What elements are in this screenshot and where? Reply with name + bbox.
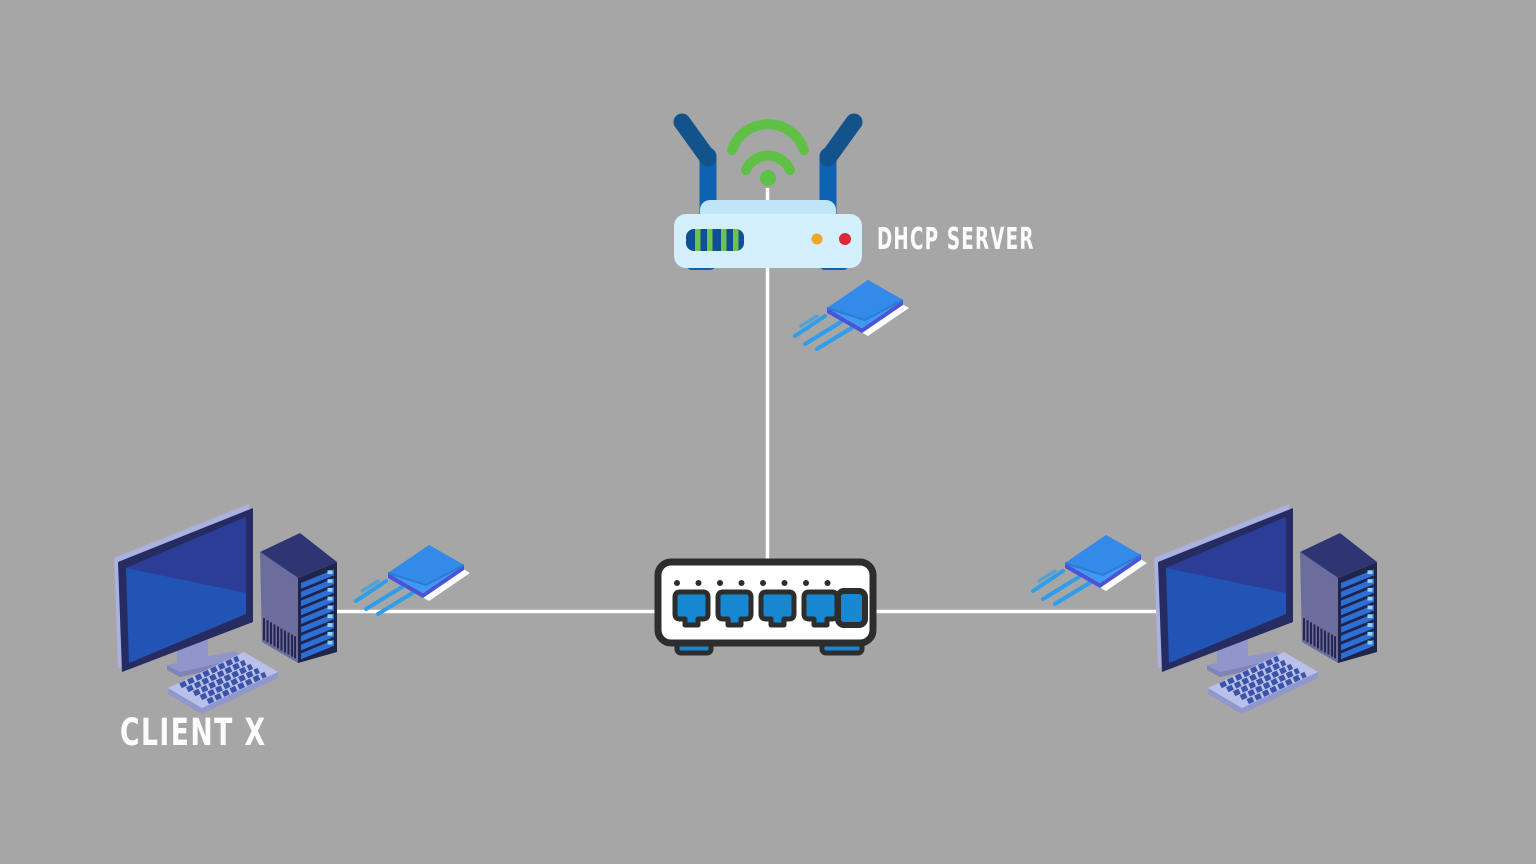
uplink-port-icon — [835, 588, 868, 628]
switch-led-dots — [674, 580, 831, 586]
ethernet-port-icon — [804, 592, 837, 625]
led-red-icon — [839, 233, 851, 245]
led-orange-icon — [811, 233, 823, 245]
envelope-icon-top — [793, 278, 911, 351]
dhcp-server-label: DHCP SERVER — [877, 222, 1035, 257]
client-x-label: CLIENT X — [120, 711, 267, 754]
ethernet-port-icon — [761, 592, 794, 625]
router-body — [674, 214, 862, 268]
client-x-computer — [114, 504, 337, 714]
dhcp-server-router — [673, 113, 863, 270]
wifi-signal-icon — [727, 119, 809, 186]
ethernet-port-icon — [675, 592, 708, 625]
ethernet-port-icon — [718, 592, 751, 625]
network-switch — [654, 558, 877, 656]
envelope-icon-right — [1031, 533, 1149, 606]
client-computer-right — [1154, 504, 1377, 714]
router-port-panel — [686, 229, 744, 251]
envelope-icon-left — [354, 543, 472, 616]
